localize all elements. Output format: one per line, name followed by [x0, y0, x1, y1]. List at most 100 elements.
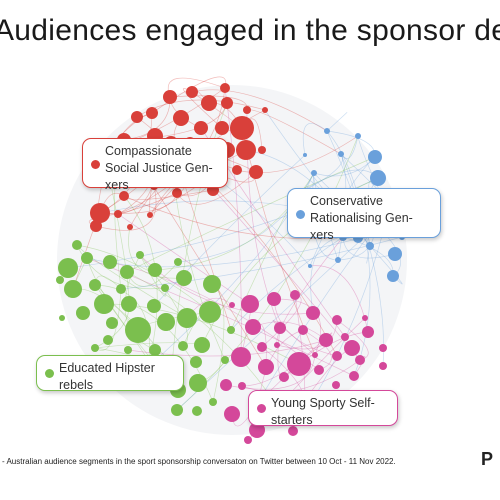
graph-edge — [128, 226, 185, 279]
graph-node-green — [81, 252, 93, 264]
graph-node-pink — [290, 290, 300, 300]
graph-node-red — [230, 116, 254, 140]
graph-node-red — [127, 224, 133, 230]
bullet-icon — [296, 210, 305, 219]
graph-node-red — [173, 110, 189, 126]
label-line: Young Sporty Self- — [271, 396, 375, 410]
graph-edge — [342, 236, 396, 259]
label-card-pink: Young Sporty Self- starters — [248, 390, 398, 427]
graph-node-green — [203, 275, 221, 293]
graph-node-red — [215, 121, 229, 135]
graph-node-blue — [311, 170, 317, 176]
graph-node-red — [249, 165, 263, 179]
graph-edge — [366, 245, 371, 264]
graph-node-pink — [287, 352, 311, 376]
graph-edge — [120, 236, 403, 290]
graph-edge — [109, 261, 320, 371]
bullet-icon — [257, 404, 266, 413]
graph-node-green — [124, 346, 132, 354]
footer-caption: C - Australian audience segments in the … — [0, 457, 396, 466]
graph-edge — [310, 236, 344, 314]
graph-node-blue — [370, 170, 386, 186]
graph-edge — [76, 244, 188, 319]
graph-node-blue — [387, 270, 399, 282]
bullet-icon — [45, 369, 54, 378]
graph-edge — [241, 359, 361, 393]
graph-node-red — [194, 121, 208, 135]
graph-edge — [176, 171, 257, 205]
graph-node-green — [227, 326, 235, 334]
graph-node-red — [131, 111, 143, 123]
graph-node-red — [232, 165, 242, 175]
label-line: starters — [271, 413, 313, 427]
graph-node-red — [186, 86, 198, 98]
graph-node-green — [192, 406, 202, 416]
graph-node-red — [262, 107, 268, 113]
graph-node-green — [91, 344, 99, 352]
graph-node-pink — [332, 315, 342, 325]
graph-node-green — [194, 337, 210, 353]
graph-node-green — [103, 335, 113, 345]
graph-node-pink — [257, 342, 267, 352]
graph-node-pink — [249, 422, 265, 438]
graph-node-pink — [258, 359, 274, 375]
graph-node-pink — [267, 292, 281, 306]
graph-node-blue — [335, 257, 341, 263]
graph-edge — [276, 236, 344, 346]
graph-node-red — [146, 107, 158, 119]
graph-node-blue — [368, 150, 382, 164]
graph-edge — [76, 244, 211, 313]
graph-node-pink — [244, 436, 252, 444]
graph-edge — [369, 245, 403, 285]
graph-node-green — [103, 255, 117, 269]
graph-node-red — [236, 140, 256, 160]
graph-node-pink — [362, 315, 368, 321]
graph-node-pink — [312, 352, 318, 358]
brand-logo: P — [481, 449, 494, 469]
label-line: Conservative — [310, 194, 383, 208]
graph-node-red — [243, 106, 251, 114]
graph-node-pink — [241, 295, 259, 313]
graph-node-red — [201, 95, 217, 111]
graph-edge — [326, 130, 384, 367]
graph-node-blue — [366, 242, 374, 250]
label-line: Compassionate — [105, 144, 192, 158]
graph-node-green — [148, 263, 162, 277]
graph-node-green — [76, 306, 90, 320]
graph-edge — [302, 329, 332, 371]
label-line: Educated Hipster — [59, 361, 155, 375]
graph-edge — [302, 122, 328, 156]
graph-node-green — [120, 265, 134, 279]
graph-node-green — [121, 296, 137, 312]
graph-node-blue — [308, 264, 312, 268]
graph-node-green — [116, 284, 126, 294]
graph-node-blue — [303, 153, 307, 157]
graph-node-pink — [362, 326, 374, 338]
graph-node-pink — [288, 426, 298, 436]
graph-node-green — [177, 308, 197, 328]
graph-node-red — [163, 90, 177, 104]
graph-node-green — [189, 374, 207, 392]
graph-node-pink — [355, 355, 365, 365]
graph-node-blue — [388, 247, 402, 261]
graph-node-green — [209, 398, 217, 406]
graph-node-green — [58, 258, 78, 278]
graph-edge — [340, 153, 371, 377]
graph-node-green — [174, 258, 182, 266]
graph-edge — [224, 87, 242, 358]
graph-node-pink — [379, 344, 387, 352]
graph-edge — [273, 298, 338, 357]
graph-node-green — [125, 317, 151, 343]
label-card-green: Educated Hipster rebels — [36, 355, 184, 392]
graph-node-pink — [279, 372, 289, 382]
bullet-icon — [91, 160, 100, 169]
graph-node-pink — [306, 306, 320, 320]
graph-node-pink — [344, 340, 360, 356]
graph-node-red — [147, 212, 153, 218]
graph-edge — [276, 319, 338, 350]
graph-node-pink — [319, 333, 333, 347]
graph-node-green — [136, 251, 144, 259]
graph-node-green — [106, 317, 118, 329]
graph-edge — [95, 185, 157, 231]
